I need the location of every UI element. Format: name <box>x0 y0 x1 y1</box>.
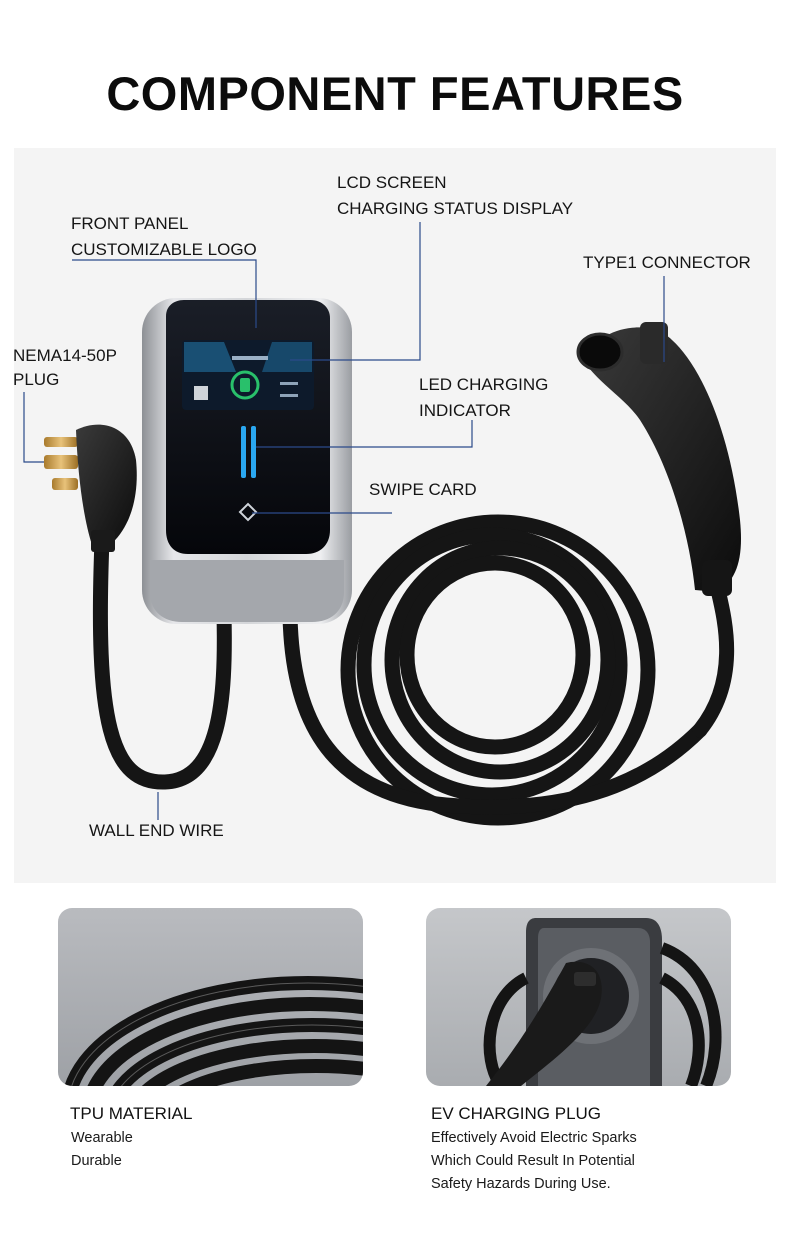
tpu-feature-1: Wearable <box>71 1130 133 1146</box>
callout-lines <box>23 222 665 820</box>
wall-end-wire <box>92 532 232 790</box>
coil-to-connector-cable <box>692 582 735 738</box>
tpu-feature-2: Durable <box>71 1153 122 1169</box>
charger-unit <box>142 298 352 624</box>
ev-plug-feature-3: Safety Hazards During Use. <box>431 1176 611 1192</box>
charger-to-coil-cable <box>282 607 708 815</box>
ev-plug-feature-1: Effectively Avoid Electric Sparks <box>431 1130 637 1146</box>
charging-status-label: CHARGING STATUS DISPLAY <box>337 199 574 218</box>
ev-plug-holster-icon <box>483 918 722 1086</box>
ev-plug-image <box>426 908 731 1086</box>
nema-plug-label-line2: PLUG <box>13 370 60 389</box>
tpu-material-title: TPU MATERIAL <box>70 1104 193 1123</box>
tpu-cable-image <box>58 908 363 1086</box>
led-indicator-label: INDICATOR <box>419 401 511 420</box>
type1-connector <box>576 322 742 596</box>
lcd-screen-label: LCD SCREEN <box>337 173 447 192</box>
type1-connector-label: TYPE1 CONNECTOR <box>583 253 751 272</box>
page-title: COMPONENT FEATURES <box>106 67 684 120</box>
front-panel-label: FRONT PANEL <box>71 214 189 233</box>
tpu-cable-coil-icon <box>64 976 363 1086</box>
wall-end-wire-label: WALL END WIRE <box>89 821 224 840</box>
nema-plug-label-line1: NEMA14-50P <box>13 346 117 365</box>
led-charging-label: LED CHARGING <box>419 375 549 394</box>
swipe-card-label: SWIPE CARD <box>369 480 477 499</box>
ev-charging-plug-title: EV CHARGING PLUG <box>431 1104 602 1123</box>
nema-plug <box>44 424 137 552</box>
coiled-cable <box>340 514 656 826</box>
customizable-logo-label: CUSTOMIZABLE LOGO <box>71 240 257 259</box>
ev-plug-feature-2: Which Could Result In Potential <box>431 1153 635 1169</box>
